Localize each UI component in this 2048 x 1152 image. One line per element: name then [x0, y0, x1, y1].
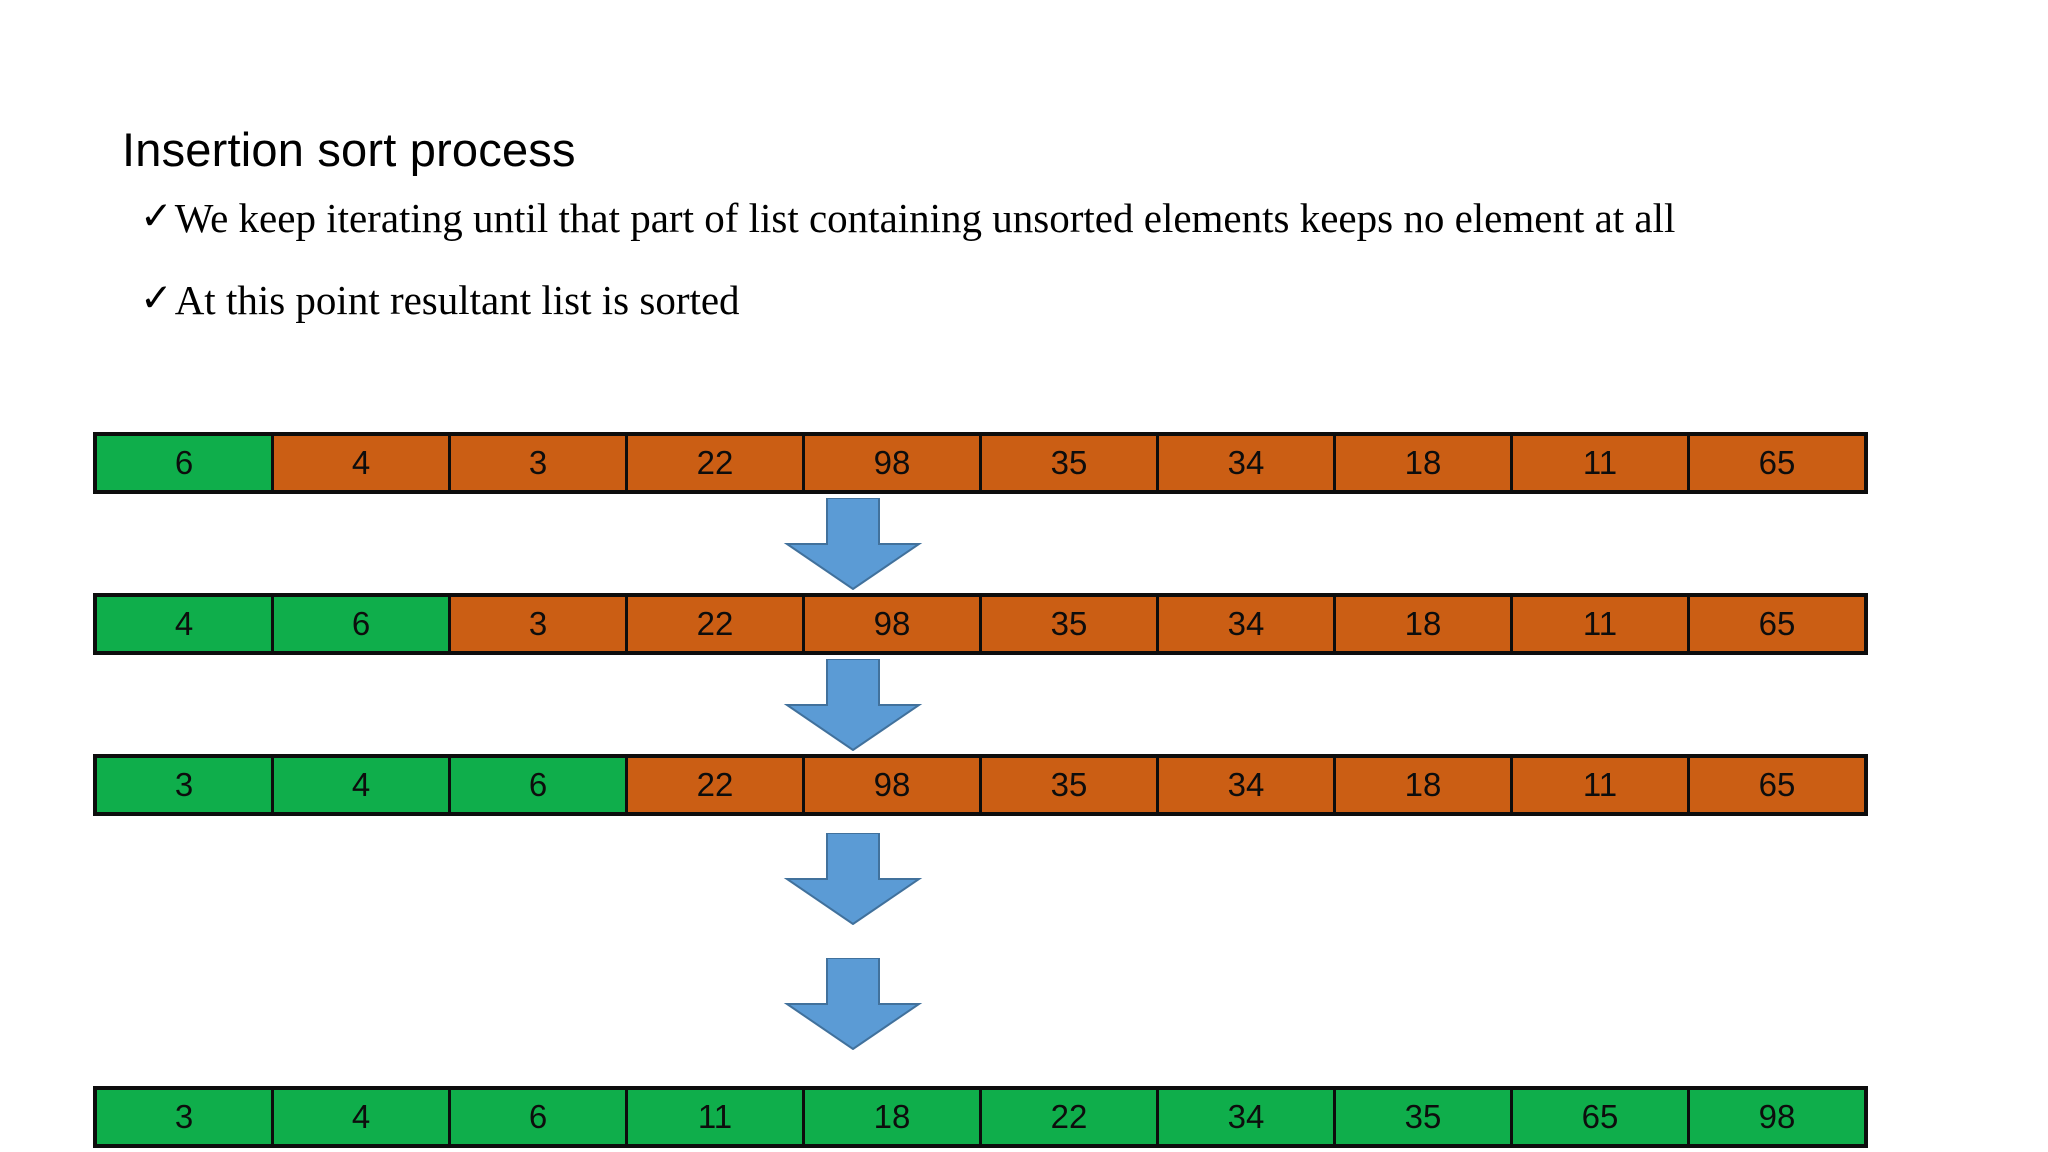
- array-cell: 34: [1159, 1090, 1336, 1144]
- array-cell: 35: [982, 597, 1159, 651]
- page-title: Insertion sort process: [122, 123, 576, 176]
- array-cell: 4: [274, 436, 451, 490]
- array-cell: 3: [451, 597, 628, 651]
- list-item: ✓ We keep iterating until that part of l…: [140, 192, 1900, 244]
- array-cell: 22: [982, 1090, 1159, 1144]
- array-cell: 3: [97, 758, 274, 812]
- array-cell: 6: [451, 1090, 628, 1144]
- array-cell: 11: [1513, 597, 1690, 651]
- array-cell: 6: [451, 758, 628, 812]
- array-cell: 35: [1336, 1090, 1513, 1144]
- array-cell: 35: [982, 758, 1159, 812]
- array-cell: 98: [805, 758, 982, 812]
- array-cell: 98: [805, 597, 982, 651]
- list-item-label: We keep iterating until that part of lis…: [174, 195, 1676, 241]
- array-cell: 34: [1159, 436, 1336, 490]
- array-cell: 98: [1690, 1090, 1864, 1144]
- array-cell: 65: [1690, 597, 1864, 651]
- array-cell: 34: [1159, 597, 1336, 651]
- checkmark-icon: ✓: [140, 277, 173, 321]
- array-cell: 11: [1513, 436, 1690, 490]
- array-cell: 3: [451, 436, 628, 490]
- down-arrow-icon: [783, 833, 923, 925]
- array-cell: 18: [1336, 758, 1513, 812]
- array-cell: 98: [805, 436, 982, 490]
- array-cell: 18: [805, 1090, 982, 1144]
- array-cell: 34: [1159, 758, 1336, 812]
- array-cell: 18: [1336, 597, 1513, 651]
- array-cell: 11: [1513, 758, 1690, 812]
- array-cell: 22: [628, 436, 805, 490]
- bullet-list: ✓ We keep iterating until that part of l…: [140, 192, 1900, 327]
- array-cell: 4: [274, 1090, 451, 1144]
- array-cell: 11: [628, 1090, 805, 1144]
- array-cell: 3: [97, 1090, 274, 1144]
- array-cell: 65: [1690, 436, 1864, 490]
- array-cell: 4: [97, 597, 274, 651]
- down-arrow-icon: [783, 958, 923, 1050]
- checkmark-icon: ✓: [140, 195, 173, 238]
- array-cell: 65: [1513, 1090, 1690, 1144]
- array-cell: 22: [628, 758, 805, 812]
- down-arrow-icon: [783, 498, 923, 590]
- array-cell: 4: [274, 758, 451, 812]
- list-item: ✓ At this point resultant list is sorted: [140, 274, 1900, 326]
- array-cell: 18: [1336, 436, 1513, 490]
- array-cell: 35: [982, 436, 1159, 490]
- list-item-label: At this point resultant list is sorted: [174, 277, 740, 324]
- array-cell: 6: [97, 436, 274, 490]
- array-cell: 65: [1690, 758, 1864, 812]
- array-cell: 22: [628, 597, 805, 651]
- array-cell: 6: [274, 597, 451, 651]
- down-arrow-icon: [783, 659, 923, 751]
